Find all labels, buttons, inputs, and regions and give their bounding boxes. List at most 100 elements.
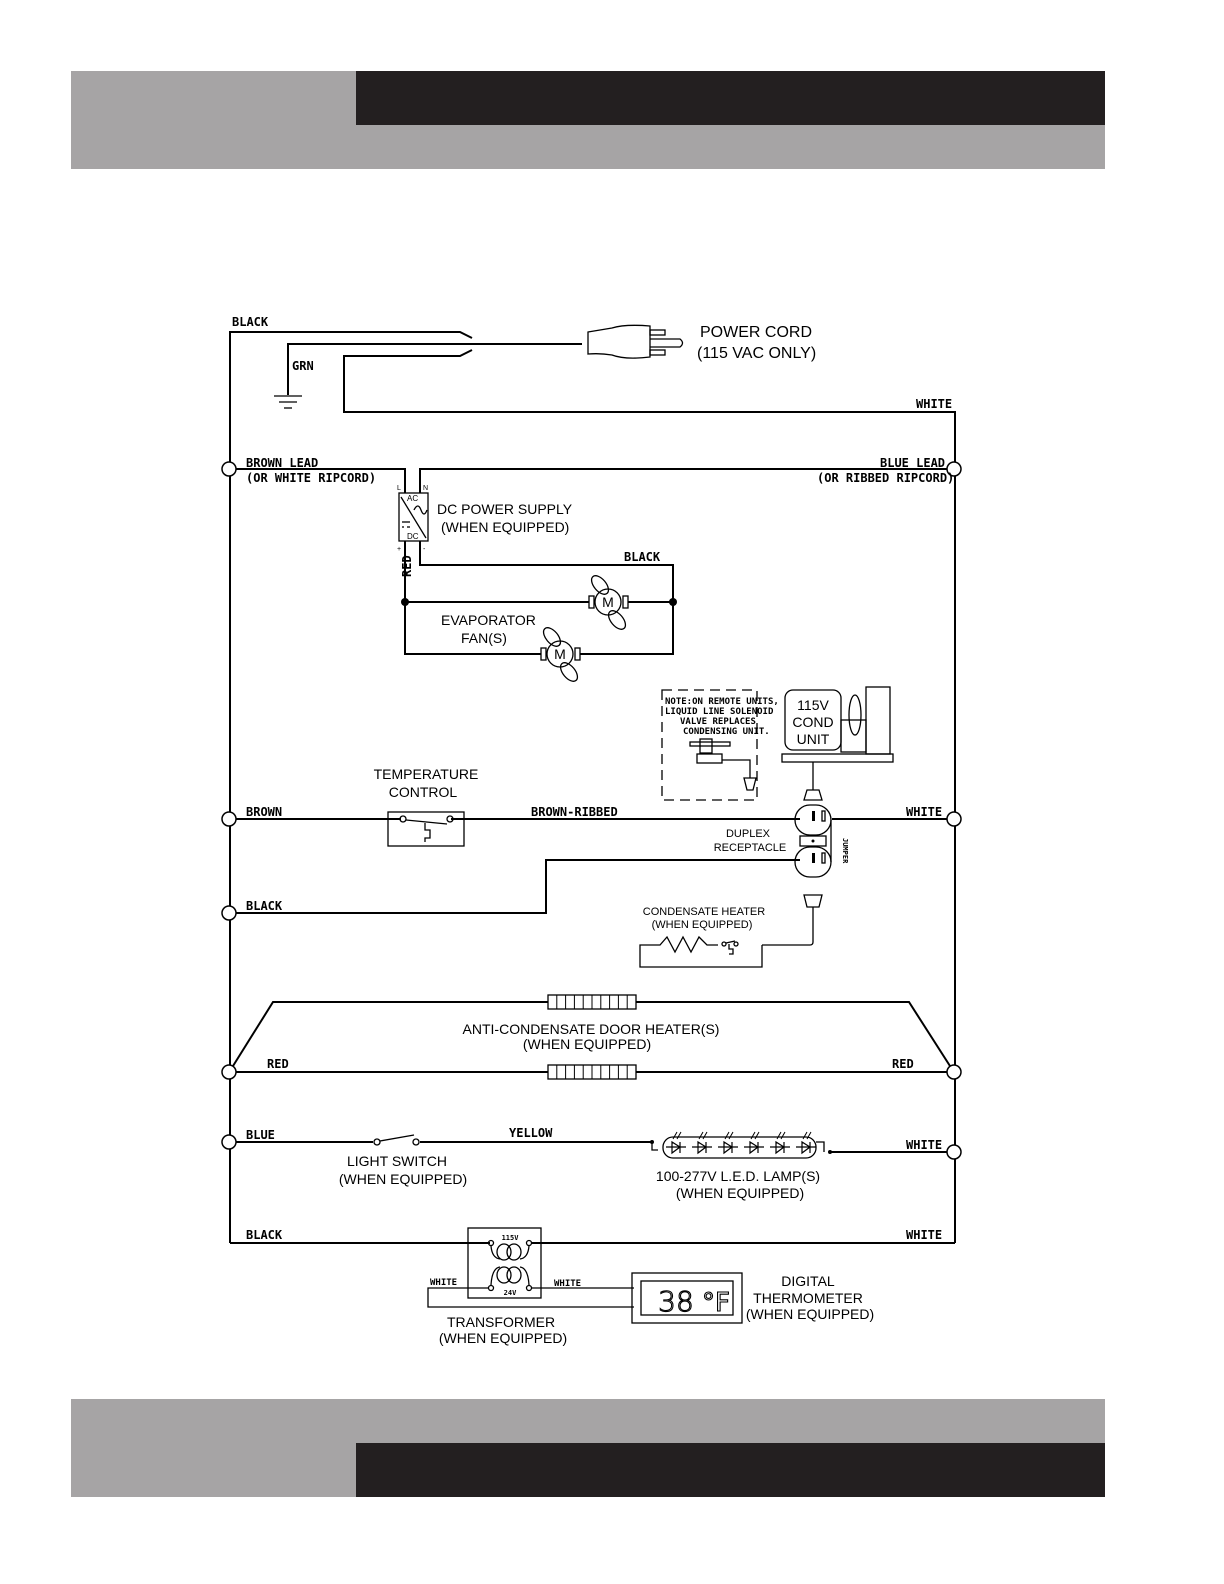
psu-pin-minus: - (423, 546, 426, 553)
transformer-subtitle: (WHEN EQUIPPED) (439, 1330, 567, 1346)
terminal-red-left (221, 1064, 237, 1080)
led-lamp-icon (650, 1131, 832, 1159)
psu-dc-label: DC (407, 532, 419, 541)
cond-unit-icon: 115V COND UNIT (781, 686, 894, 785)
fan-motor-icon: M (540, 627, 581, 682)
cond-unit-label: COND (792, 714, 833, 730)
fan-motor-icon: M (588, 575, 629, 630)
solenoid-valve-icon (689, 738, 757, 791)
remote-note-box: NOTE:ON REMOTE UNITS, LIQUID LINE SOLENO… (661, 689, 779, 801)
evaporator-fan-section: BLACK RED M M EVAPORATOR FAN(S) (400, 541, 677, 682)
note-line: NOTE:ON REMOTE UNITS, (665, 697, 779, 707)
terminal-white (946, 811, 962, 827)
wire-label-blue: BLUE (246, 1128, 275, 1142)
wire-label-black-mid: BLACK (246, 899, 283, 913)
heater-element-icon (547, 994, 637, 1010)
power-plug-icon (587, 324, 684, 359)
wire-label-white-xfmr-left: WHITE (430, 1278, 457, 1288)
power-cord-section: BLACK GRN WHITE POWER CORD (115 VAC ONLY… (229, 315, 956, 1243)
heater-element-icon (547, 1064, 637, 1080)
condensate-heater-title: CONDENSATE HEATER (643, 906, 765, 918)
light-switch-title: LIGHT SWITCH (347, 1153, 447, 1169)
door-heater-title: ANTI-CONDENSATE DOOR HEATER(S) (463, 1021, 720, 1037)
wire-label-black-fan: BLACK (624, 550, 661, 564)
power-cord-title: POWER CORD (700, 324, 812, 341)
wire-label-white-duplex: WHITE (906, 805, 942, 819)
header-band-black (356, 71, 1105, 125)
thermometer-subtitle: (WHEN EQUIPPED) (746, 1306, 874, 1322)
led-diode-icon (692, 1131, 712, 1155)
thermometer-title: DIGITAL (781, 1273, 835, 1289)
transformer-secondary-label: 24V (504, 1289, 517, 1297)
power-cord-subtitle: (115 VAC ONLY) (697, 345, 816, 362)
psu-ac-label: AC (407, 494, 418, 503)
led-diode-icon (796, 1131, 816, 1155)
lighting-section: BLUE YELLOW WHITE LIGHT SWITCH (WHEN EQU… (221, 1126, 962, 1201)
terminal-red-right (946, 1064, 962, 1080)
wire-label-red-fan: RED (400, 555, 414, 577)
temperature-control-title: TEMPERATURE (374, 766, 479, 782)
digital-thermometer-icon: 38 °F (631, 1272, 743, 1324)
wire-white-main (343, 349, 956, 1243)
psu-pin-plus: + (397, 546, 401, 553)
transformer-icon: 115V 24V (467, 1227, 542, 1299)
wire-label-yellow: YELLOW (509, 1126, 553, 1140)
psu-pin-n: N (423, 485, 428, 492)
cond-unit-label: UNIT (797, 731, 830, 747)
led-lamp-subtitle: (WHEN EQUIPPED) (676, 1185, 804, 1201)
wire-label-blue-lead: BLUE LEAD (880, 456, 945, 470)
ground-icon (274, 395, 302, 409)
thermometer-reading: 38 (658, 1285, 694, 1318)
wire-label-brown: BROWN (246, 805, 282, 819)
wire-label-white-led: WHITE (906, 1138, 942, 1152)
transformer-title: TRANSFORMER (447, 1314, 555, 1330)
black-mid-section: BLACK (221, 859, 800, 921)
transformer-section: BLACK WHITE 115V 24V WHITE WHITE TRANSFO… (230, 1227, 955, 1346)
terminal-brown-lead (221, 461, 237, 477)
junction-dot (401, 598, 409, 606)
terminal-white-led (946, 1144, 962, 1160)
door-heater-subtitle: (WHEN EQUIPPED) (523, 1036, 651, 1052)
wire-label-brown-lead-alt: (OR WHITE RIPCORD) (246, 471, 376, 485)
wire-label-brown-lead: BROWN LEAD (246, 456, 318, 470)
motor-label: M (554, 646, 566, 662)
wire-label-black-bottom: BLACK (246, 1228, 283, 1242)
note-line: CONDENSING UNIT. (683, 727, 770, 737)
wire-xfmr-white-left (427, 1287, 634, 1308)
wire-label-white-top: WHITE (916, 397, 952, 411)
wire-black-fan (419, 541, 674, 655)
wire-blue-lead (419, 468, 947, 493)
motor-label: M (602, 594, 614, 610)
wire-label-white-bottom: WHITE (906, 1228, 942, 1242)
dc-psu-title: DC POWER SUPPLY (437, 501, 573, 517)
door-heater-section: RED RED ANTI-CONDENSATE DOOR HEATER(S) (… (221, 994, 962, 1080)
thermostat-switch-icon (387, 811, 465, 847)
cond-unit-label: 115V (797, 697, 829, 713)
light-switch-icon (373, 1134, 420, 1146)
dc-power-supply-icon (398, 492, 429, 542)
wire-door-heater-top (232, 1001, 951, 1067)
footer-band-black (356, 1443, 1105, 1497)
evaporator-fan-title: EVAPORATOR (441, 612, 536, 628)
led-lamp-title: 100-277V L.E.D. LAMP(S) (656, 1168, 820, 1184)
led-diode-icon (666, 1131, 686, 1155)
condensate-heater-subtitle: (WHEN EQUIPPED) (652, 919, 753, 931)
transformer-primary-label: 115V (502, 1234, 520, 1242)
wire-brown-lead (236, 468, 406, 493)
terminal-blue (221, 1134, 237, 1150)
wire-black-main (229, 331, 473, 1243)
wire-label-black-top: BLACK (232, 315, 269, 329)
thermometer-title2: THERMOMETER (753, 1290, 863, 1306)
led-diode-icon (770, 1131, 790, 1155)
wire-black-mid (236, 859, 800, 914)
temperature-control-section: BROWN BROWN-RIBBED WHITE TEMPERATURE CON… (221, 766, 962, 847)
led-diode-icon (718, 1131, 738, 1155)
temperature-control-subtitle: CONTROL (389, 784, 458, 800)
wire-red-fan (404, 541, 541, 655)
psu-pin-l: L (397, 485, 401, 492)
wire-green (287, 343, 582, 395)
wire-label-brown-ribbed: BROWN-RIBBED (531, 805, 618, 819)
duplex-subtitle: RECEPTACLE (714, 842, 787, 854)
duplex-receptacle-icon (762, 785, 832, 946)
